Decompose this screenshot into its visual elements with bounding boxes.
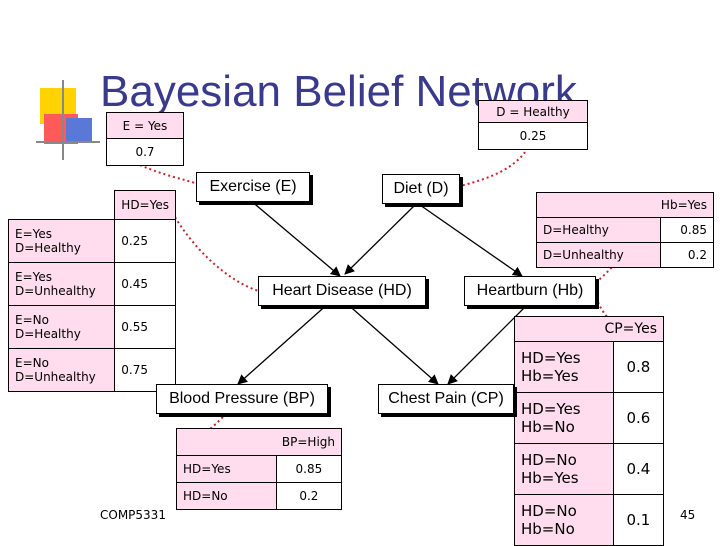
cpt-exercise-value: 0.7	[106, 138, 184, 166]
cpt-hd-row-l1: E=Yes	[15, 227, 53, 241]
link-e-table	[139, 164, 199, 185]
cpt-hd-row-value: 0.25	[114, 219, 176, 263]
node-exercise: Exercise (E)	[196, 172, 310, 202]
table-row: HD=No 0.2	[176, 482, 343, 510]
node-heartburn: Heartburn (Hb)	[464, 276, 596, 306]
deco-vertical-line	[62, 80, 64, 160]
cpt-cp-row-value: 0.4	[612, 443, 665, 495]
cpt-cp-row-l2: Hb=Yes	[521, 469, 579, 487]
cpt-cp-row-l2: Hb=No	[521, 520, 575, 538]
cpt-hb-row-value: 0.85	[660, 217, 714, 243]
edge-hd-bp	[237, 301, 331, 385]
cpt-hd-row-l2: D=Unhealthy	[15, 370, 96, 384]
cpt-cp-row-l2: Hb=Yes	[521, 367, 579, 385]
node-blood-pressure: Blood Pressure (BP)	[156, 384, 328, 414]
deco-horizontal-line	[36, 141, 100, 143]
cpt-cp-row-l2: Hb=No	[521, 418, 575, 436]
cpt-cp-header: CP=Yes	[514, 316, 664, 342]
node-diet: Diet (D)	[382, 174, 460, 204]
cpt-hd-row-l2: D=Unhealthy	[15, 284, 96, 298]
cpt-hb-row-value: 0.2	[660, 242, 714, 268]
cpt-exercise-header: E = Yes	[106, 112, 184, 140]
edge-hb-cp	[447, 301, 531, 385]
table-row: HD=Yes 0.85	[176, 455, 343, 483]
cpt-cp-row-value: 0.8	[612, 341, 665, 393]
edge-d-hd	[344, 204, 416, 275]
cpt-hb-row-label: D=Healthy	[535, 217, 662, 243]
node-heart-disease: Heart Disease (HD)	[258, 276, 426, 306]
cpt-bp-row-value: 0.2	[275, 482, 343, 510]
cpt-hd-row-value: 0.75	[114, 348, 176, 392]
cpt-cp-row-value: 0.6	[612, 392, 665, 444]
cpt-bp-row-label: HD=Yes	[176, 455, 277, 483]
cpt-diet-value: 0.25	[478, 122, 588, 150]
cpt-hd-row-l1: E=Yes	[15, 270, 53, 284]
cpt-cp-row-l1: HD=Yes	[521, 349, 581, 367]
cpt-hd-header: HD=Yes	[114, 190, 176, 220]
node-chest-pain: Chest Pain (CP)	[378, 384, 514, 414]
footer-page-number: 45	[680, 508, 696, 522]
edge-hd-cp	[344, 301, 439, 385]
cpt-bp-header: BP=High	[176, 428, 342, 456]
cpt-hd-row-l1: E=No	[15, 313, 49, 327]
cpt-heartburn: Hb=Yes D=Healthy 0.85 D=Unhealthy 0.2	[535, 192, 714, 268]
link-hd-table	[167, 203, 263, 293]
cpt-hd-row-l2: D=Healthy	[15, 241, 81, 255]
cpt-hb-header: Hb=Yes	[536, 192, 714, 218]
footer-course: COMP5331	[100, 508, 166, 522]
table-row: D=Unhealthy 0.2	[535, 242, 714, 268]
cpt-hd-row-l2: D=Healthy	[15, 327, 81, 341]
cpt-cp-row-l1: HD=No	[521, 451, 577, 469]
cpt-hd-row-value: 0.55	[114, 305, 176, 349]
edge-e-hd	[249, 199, 341, 277]
cpt-hb-row-label: D=Unhealthy	[535, 242, 662, 268]
cpt-cp-row-l1: HD=No	[521, 502, 577, 520]
deco-blue-square	[66, 118, 92, 142]
edge-d-hb	[419, 204, 523, 277]
link-d-table	[459, 147, 529, 187]
cpt-bp-row-label: HD=No	[176, 482, 277, 510]
table-row: D=Healthy 0.85	[535, 217, 714, 243]
cpt-hd-row-value: 0.45	[114, 262, 176, 306]
cpt-blood-pressure: BP=High HD=Yes 0.85 HD=No 0.2	[176, 428, 343, 510]
cpt-cp-row-value: 0.1	[612, 494, 665, 546]
cpt-bp-row-value: 0.85	[275, 455, 343, 483]
cpt-cp-row-l1: HD=Yes	[521, 400, 581, 418]
cpt-hd-row-l1: E=No	[15, 356, 49, 370]
cpt-diet-header: D = Healthy	[478, 100, 588, 124]
